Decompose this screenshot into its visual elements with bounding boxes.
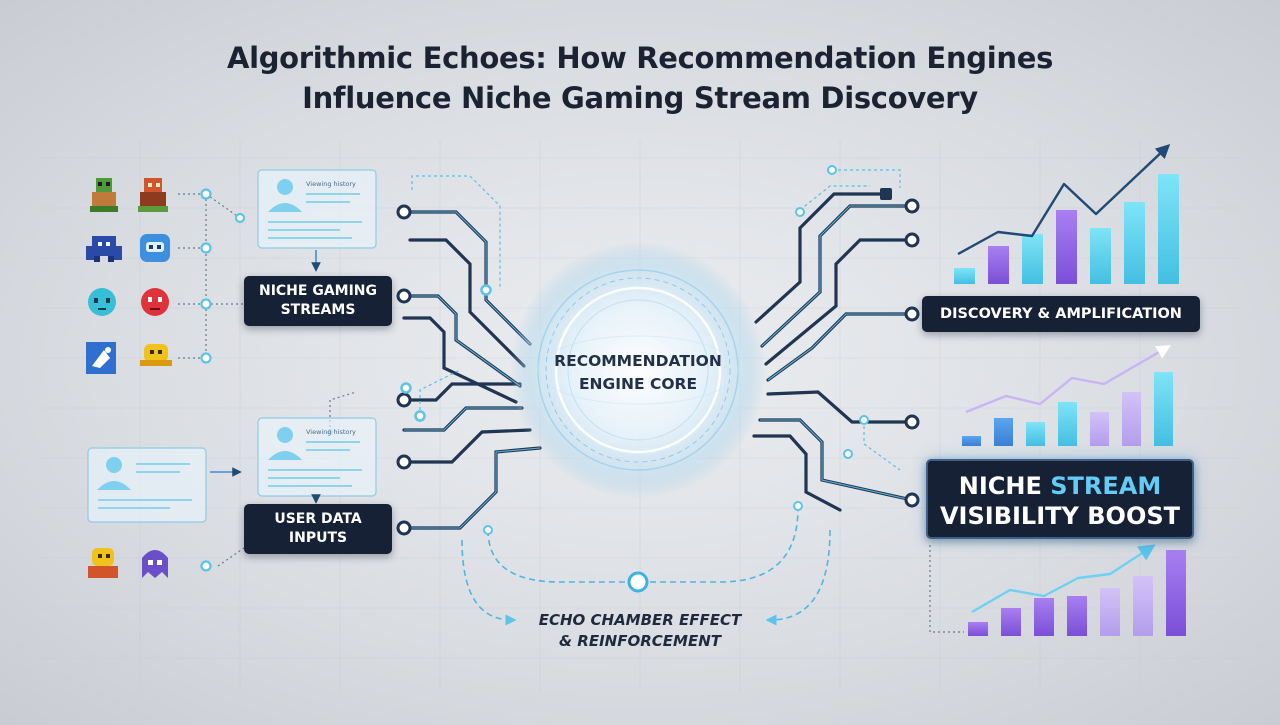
chart-bar: [1090, 228, 1111, 284]
circuit-nodes: [396, 165, 920, 536]
chart-bar: [1158, 174, 1179, 284]
profile-card-middle: Viewing history: [257, 417, 377, 497]
chart-bar: [962, 436, 981, 446]
user-label-line-1: USER DATA: [274, 511, 362, 527]
niche-label-line-1: NICHE GAMING: [258, 283, 378, 299]
core-label-line-1: RECOMMENDATION: [554, 352, 722, 370]
user-label-line-2: INPUTS: [288, 530, 348, 546]
chart-bar: [1058, 402, 1077, 446]
profile-card-left: [87, 447, 207, 523]
title-line-2: Influence Niche Gaming Stream Discovery: [302, 81, 978, 115]
trend-chart-top: [954, 144, 1179, 284]
chart-bar: [1133, 576, 1153, 636]
title-line-1: Algorithmic Echoes: How Recommendation E…: [226, 41, 1054, 75]
niche-gaming-streams-label: NICHE GAMING STREAMS: [244, 276, 392, 326]
chart-bar: [1056, 210, 1077, 284]
dashed-traces: [411, 169, 901, 471]
card-top-caption: Viewing history: [306, 180, 356, 188]
core-label-line-2: ENGINE CORE: [578, 375, 698, 393]
recommendation-core-orb: [510, 242, 766, 498]
blue-monster-icon: [86, 236, 122, 262]
chart-bar: [1022, 234, 1043, 284]
echo-chamber-loop: [461, 507, 831, 626]
chart-bar: [1124, 202, 1145, 284]
trend-line: [957, 144, 1171, 256]
user-data-inputs-label: USER DATA INPUTS: [244, 504, 392, 554]
trend-chart-middle: [962, 345, 1173, 446]
echo-loop-node: [627, 571, 649, 593]
blue-robot-icon: [140, 234, 170, 262]
trend-line: [971, 544, 1156, 614]
trend-chart-bottom: [968, 544, 1186, 636]
chart-bar: [1001, 608, 1021, 636]
chart-bar: [1100, 588, 1120, 636]
yellow-crab-icon: [140, 344, 172, 366]
discovery-amplification-label: DISCOVERY & AMPLIFICATION: [922, 296, 1200, 332]
boost-word-niche: NICHE: [958, 472, 1042, 500]
chart-bar: [994, 418, 1013, 446]
boost-label-line-1: NICHE STREAM: [928, 471, 1192, 501]
engine-core-label: RECOMMENDATION ENGINE CORE: [522, 350, 754, 396]
chart-bar: [954, 268, 975, 284]
trend-line: [965, 345, 1171, 414]
fire-warrior-icon: [138, 178, 168, 212]
red-blob-icon: [141, 288, 169, 316]
chart-bar: [1090, 412, 1109, 446]
chart-bar: [1122, 392, 1141, 446]
chart-bar: [988, 246, 1009, 284]
chart-bar: [1166, 550, 1186, 636]
purple-ghost-icon: [142, 550, 168, 578]
chart-bar: [1026, 422, 1045, 446]
circuit-traces-right: [752, 192, 914, 512]
profile-card-top: Viewing history: [257, 169, 377, 249]
icon-connectors-top: [178, 193, 244, 359]
boost-word-stream: STREAM: [1050, 472, 1162, 500]
visibility-boost-label: NICHE STREAM VISIBILITY BOOST: [926, 459, 1194, 539]
chart-bar: [1067, 596, 1087, 636]
boost-label-line-2: VISIBILITY BOOST: [939, 502, 1181, 530]
echo-label-line-2: & REINFORCEMENT: [559, 632, 721, 650]
page-title: Algorithmic Echoes: How Recommendation E…: [0, 38, 1280, 118]
cyan-blob-icon: [88, 288, 116, 316]
chart-bar: [968, 622, 988, 636]
echo-chamber-label: ECHO CHAMBER EFFECT & REINFORCEMENT: [500, 610, 780, 652]
yellow-knight-icon: [88, 548, 118, 578]
chart-bar: [1034, 598, 1054, 636]
niche-label-line-2: STREAMS: [280, 302, 356, 318]
green-warrior-icon: [90, 178, 118, 212]
card-middle-caption: Viewing history: [306, 428, 356, 436]
echo-label-line-1: ECHO CHAMBER EFFECT: [538, 611, 742, 629]
chart-bar: [1154, 372, 1173, 446]
blue-pixel-card-icon: [86, 342, 116, 374]
